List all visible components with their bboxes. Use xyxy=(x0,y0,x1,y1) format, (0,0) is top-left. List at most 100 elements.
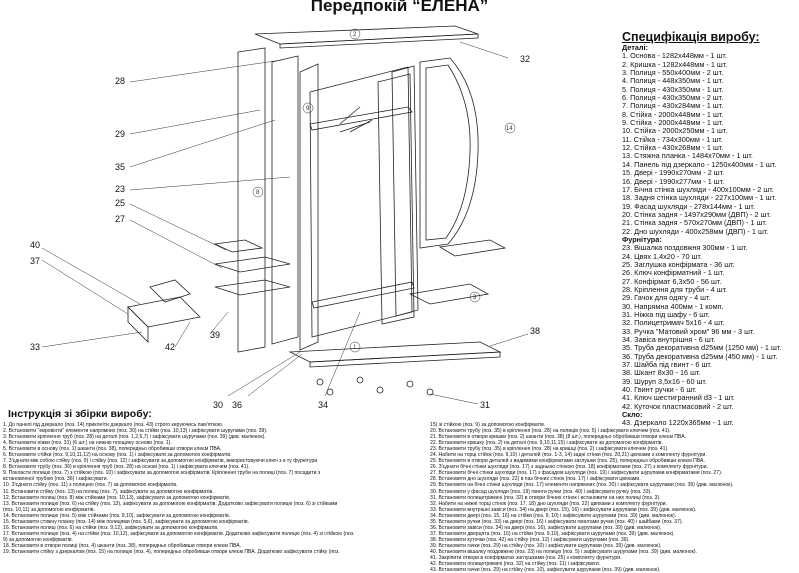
callout-33: 33 xyxy=(30,342,40,352)
glass-list: 43. Дзеркало 1220х365мм - 1 шт. xyxy=(622,419,798,427)
list-item: 12. Стійка - 430х268мм - 1 шт. xyxy=(622,144,724,153)
callout-40: 40 xyxy=(30,240,40,250)
list-item: 27. Встановити бічні стінки шухляди (поз… xyxy=(430,470,723,477)
callout-38: 38 xyxy=(530,326,540,336)
list-item: 28. Кріплення для труби - 4 шт. xyxy=(622,285,728,294)
part-number-2: 2 xyxy=(353,32,357,38)
list-item: 15. Двері - 1990х270мм - 2 шт. xyxy=(622,169,725,178)
part-number-8: 8 xyxy=(256,190,260,196)
list-item: 29. Встановити на бічні стінки шухляди (… xyxy=(430,482,734,489)
list-item: 30. Встановити у фасад шухляди (поз. 19)… xyxy=(430,488,652,495)
callout-30: 30 xyxy=(213,400,223,410)
list-item: 17. Бічна стінка шухляди - 400х100мм - 2… xyxy=(622,185,774,194)
parts-list: 1. Основа - 1282х448мм - 1 шт.2. Кришка … xyxy=(622,52,798,236)
list-item: 16. Встановити полиці (поз. 6) на стійки… xyxy=(3,524,219,531)
list-item: 38. Встановити куточки (поз. 42) на стій… xyxy=(430,536,630,543)
list-item: 14. Панель під дзеркало - 1250х400мм - 1… xyxy=(622,160,777,169)
fittings-list: 23. Вішалка поздовжня 300мм - 1 шт.24. Ц… xyxy=(622,244,798,411)
list-item: 19. Фасад шухляди - 278х144мм - 1 шт. xyxy=(622,202,755,211)
list-item: 33. Ручка "Матовий хром" 96 мм - 3 шт. xyxy=(622,327,755,336)
list-item: 21. Стінка задня - 570х270мм (ДВП) - 1 ш… xyxy=(622,219,767,228)
list-item: 41. Закріпити отвори в конфірматах заглу… xyxy=(430,555,622,562)
list-item: 3. Полиця - 550х400мм - 2 шт. xyxy=(622,69,724,78)
callout-29: 29 xyxy=(115,129,125,139)
list-item: 32. Набити на нижні торці стінок (поз. 1… xyxy=(430,500,667,507)
list-item: 7. Полиця - 430х284мм - 1 шт. xyxy=(622,102,724,111)
callout-32: 32 xyxy=(520,54,530,64)
list-item: 24. Набити на торці стійок (поз. 9,10) і… xyxy=(430,452,707,459)
part-number-14: 14 xyxy=(506,126,513,132)
list-item: 36. Встановити завіси (поз. 34) на двері… xyxy=(430,524,662,531)
list-item: 19. Встановити стійку з дзеркалом (поз. … xyxy=(3,548,340,555)
list-item: 20. Встановити трубу (поз. 35) в кріплен… xyxy=(430,428,671,435)
callout-37: 37 xyxy=(30,256,40,266)
instructions-column-1: 1. До панелі під дзеркало (поз. 14) прик… xyxy=(3,422,428,555)
list-item: 26. З'єднати бічні стінки шухляди (поз. … xyxy=(430,464,709,471)
instructions-title: Інструкція зі збірки виробу: xyxy=(8,408,152,420)
list-item: 13. Встановити полицю (поз. 6) на стійку… xyxy=(3,500,338,507)
list-item: 3. Встановити кріплення труб (поз. 28) н… xyxy=(3,434,266,441)
list-item: 18. Встановити в отвори полиці (поз. 4) … xyxy=(3,542,242,549)
list-item: 26. Ключ конфірматний - 1 шт. xyxy=(622,269,725,278)
list-item: 43. Встановити гачки (поз. 29) на стійку… xyxy=(430,567,661,573)
callout-31: 31 xyxy=(480,400,490,410)
list-item: 9. Покласти полицю (поз. 7) з стійкою (п… xyxy=(3,470,321,477)
list-item: 30. Напрямна 400мм - 1 комп. xyxy=(622,302,724,311)
list-item: 25. Встановити в отвори деталей з видими… xyxy=(430,458,705,465)
list-item: 42. Встановити полицетримачі (поз. 32) н… xyxy=(430,561,601,568)
fittings-heading: Фурнітура: xyxy=(622,235,662,244)
list-item: 9. Стійка - 2000х448мм - 1 шт. xyxy=(622,119,724,128)
list-item: 23. Встановити трубу (поз. 35) в кріплен… xyxy=(430,446,669,453)
callout-34: 34 xyxy=(318,400,328,410)
list-item: 25. Заглушка конфірмата - 36 шт. xyxy=(622,260,735,269)
list-item: 12. Встановити полиці (поз. 8) між стійк… xyxy=(3,494,231,501)
list-item: 1. До панелі під дзеркало (поз. 14) прик… xyxy=(3,422,224,428)
list-item: 4. Встановити ніжки (поз. 31) (6 шт.) на… xyxy=(3,440,172,447)
callout-27: 27 xyxy=(115,214,125,224)
parts-heading: Деталі: xyxy=(622,44,648,52)
glass-heading: Скло: xyxy=(622,411,643,420)
list-item: (поз. 10,11) за допомогою конфірматів. xyxy=(3,506,95,513)
part-number-1: 1 xyxy=(353,345,357,351)
list-item: 8. Стійка - 2000х448мм - 1 шт. xyxy=(622,110,724,119)
callout-42: 42 xyxy=(165,342,175,352)
list-item: 36. Труба декоративна d25мм (450 мм) - 1… xyxy=(622,352,778,361)
list-item: 31. Ніжка під шафу - 6 шт. xyxy=(622,311,710,319)
list-item: 34. Встановити двері (поз. 15, 16) на ст… xyxy=(430,512,677,519)
spec-list: Деталі: 1. Основа - 1282х448мм - 1 шт.2.… xyxy=(622,44,798,428)
back-panel-drawing xyxy=(271,55,299,345)
part-number-9: 9 xyxy=(306,106,310,112)
list-item: 28. Встановити дно шухляди (поз. 22) в п… xyxy=(430,476,641,483)
list-item: 35. Встановити ручки (поз. 33) на двері … xyxy=(430,518,684,525)
list-item: 9) за допомогою конфірматів. xyxy=(3,536,73,543)
list-item: 4. Полиця - 448х350мм - 1 шт. xyxy=(622,77,724,86)
list-item: 8. Встановити трубу (поз. 36) в кріпленн… xyxy=(3,464,250,471)
instructions-column-2: 15) зі стійкою (поз. 9) за допомогою кон… xyxy=(430,422,796,573)
list-item: 40. Встановити вішалку поздовжню (поз. 2… xyxy=(430,548,697,555)
list-item: 22. Встановити кришку (поз. 2) на деталі… xyxy=(430,440,663,447)
list-item: 17. Встановити полицю (поз. 4) на стійки… xyxy=(3,530,355,537)
list-item: 29. Гачок для одягу - 4 шт. xyxy=(622,294,711,303)
list-item: 42. Куточок пластмасовий - 2 шт. xyxy=(622,402,734,411)
list-item: 10. З'єднати стійку (поз. 11) з полицею … xyxy=(3,482,178,489)
top-cover-drawing xyxy=(254,25,479,45)
list-item: 39. Встановити гачки (поз. 29) на стійку… xyxy=(430,542,662,549)
page-title: Передпокій “ЕЛЕНА” xyxy=(310,0,489,15)
list-item: 23. Вішалка поздовжня 300мм - 1 шт. xyxy=(622,244,748,253)
list-item: 2. Встановити "евровінти" елементи напря… xyxy=(3,428,268,435)
list-item: 37. Встановити дверцята (поз. 16) на сті… xyxy=(430,530,675,537)
list-item: 27. Конфірмат 6,3х50 - 56 шт. xyxy=(622,277,722,286)
callout-28: 28 xyxy=(115,76,125,86)
list-item: 5. Полиця - 430х350мм - 1 шт. xyxy=(622,85,724,94)
list-item: 6. Встановити стійки (поз. 9,10,11,12) н… xyxy=(3,452,232,459)
wardrobe-drawing xyxy=(309,66,413,338)
list-item: 40. Гвинт ручки - 6 шт. xyxy=(622,386,697,395)
list-item: 16. Двері - 1990х277мм - 1 шт. xyxy=(622,177,725,186)
side-shelves-drawing xyxy=(214,256,291,273)
list-item: 15) зі стійкою (поз. 9) за допомогою кон… xyxy=(430,422,546,428)
mirror-panel-drawing xyxy=(419,57,479,249)
callout-23: 23 xyxy=(115,184,125,194)
list-item: встановленої трубою (поз. 36) і зафіксув… xyxy=(3,476,109,483)
list-item: 38. Шкант 8х30 - 16 шт. xyxy=(622,369,701,378)
list-item: 11. Встановити стійку (поз. 13) на полиц… xyxy=(3,488,214,495)
